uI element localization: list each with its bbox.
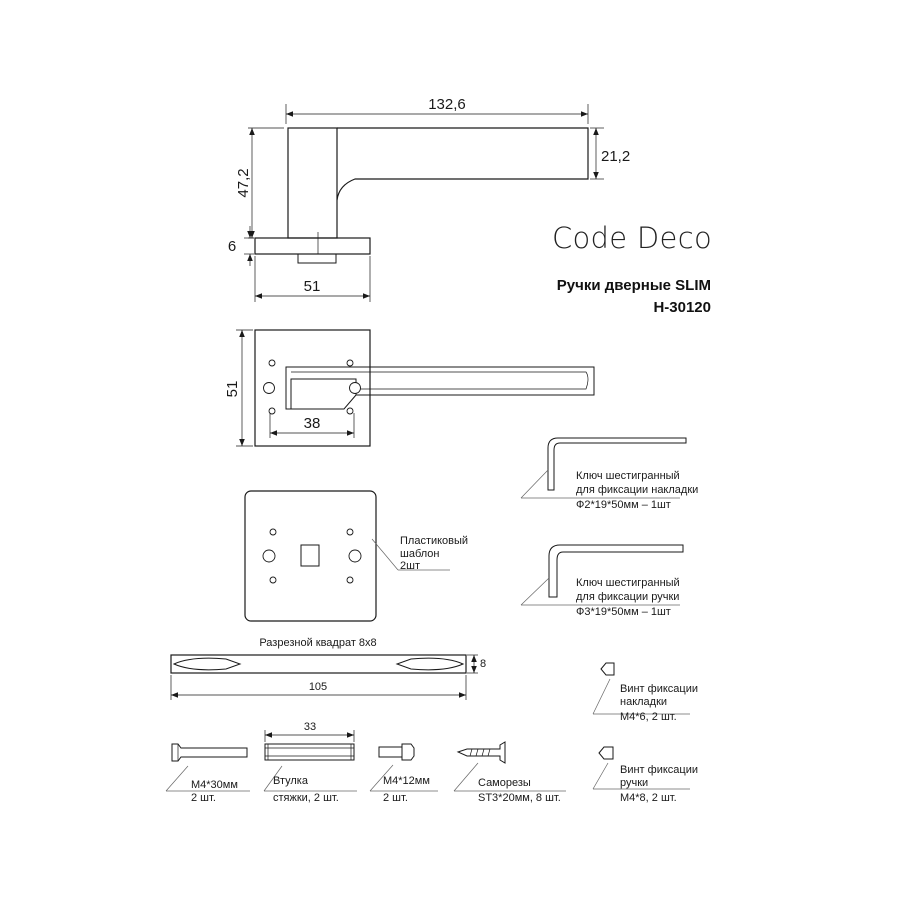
hex-key-plate-label-1: Ключ шестигранный <box>576 470 680 482</box>
handle-side-view <box>254 127 589 264</box>
leader-screw-plate <box>592 678 611 715</box>
dim-lever-offset: 38 <box>269 413 355 438</box>
leader-hex-key-handle <box>520 577 550 606</box>
leader-screw-handle <box>592 762 609 790</box>
screw-handle-spec: М4*8, 2 шт. <box>620 792 677 804</box>
leader-self-tapping <box>453 762 479 792</box>
bolt-m4x30-qty: 2 шт. <box>191 792 216 804</box>
bolt-hole <box>263 382 275 394</box>
dim-plate-height: 51 <box>224 329 253 447</box>
hex-key-handle <box>548 544 684 598</box>
split-spindle <box>170 654 467 674</box>
spindle-stub <box>297 253 337 264</box>
bolt-m4x12-qty: 2 шт. <box>383 792 408 804</box>
template-qty: 2шт <box>400 560 420 572</box>
sleeve <box>264 743 355 761</box>
bolt-hole <box>349 382 361 394</box>
template-hole <box>346 528 354 536</box>
dim-spindle-section: 8 <box>467 654 486 674</box>
screw-hole <box>268 359 276 367</box>
dim-lever-thickness-label: 21,2 <box>601 148 630 165</box>
hex-key-plate <box>547 437 687 491</box>
screw-plate-label-1: Винт фиксации <box>620 683 698 695</box>
dim-sleeve-length-label: 33 <box>304 721 316 733</box>
screw-handle-icon <box>598 746 614 760</box>
screw-hole <box>346 359 354 367</box>
template-hole <box>348 549 362 563</box>
spindle-slot-left <box>172 657 242 671</box>
screw-hole <box>346 407 354 415</box>
product-code: H-30120 <box>653 299 711 316</box>
dim-length-label: 132,6 <box>428 96 466 113</box>
lever-outline-inner <box>291 371 589 390</box>
dim-sleeve-length: 33 <box>264 721 355 742</box>
bolt-m4x30 <box>171 743 248 762</box>
product-title: Ручки дверные SLIM <box>557 277 711 294</box>
lever-neck-outline <box>291 394 357 410</box>
hex-key-handle-label-1: Ключ шестигранный <box>576 577 680 589</box>
dim-length: 132,6 <box>285 96 589 124</box>
handle-lever <box>336 127 589 201</box>
dim-plate-height-label: 51 <box>224 381 241 398</box>
leader-hex-key-plate <box>520 469 549 499</box>
leader-sleeve <box>263 765 283 792</box>
self-tapping-label: Саморезы <box>478 777 531 789</box>
leader-bolt-m4x12 <box>369 764 394 792</box>
brand-logo: Code Deco <box>552 221 712 255</box>
dim-rose-width-label: 51 <box>304 278 321 295</box>
bolt-m4x12-label: М4*12мм <box>383 775 430 787</box>
bolt-m4x30-label: М4*30мм <box>191 779 238 791</box>
leader-bolt-m4x30 <box>165 765 189 792</box>
dim-height-label: 47,2 <box>235 168 252 197</box>
screw-handle-label-2: ручки <box>620 777 648 789</box>
hex-key-handle-spec: Ф3*19*50мм – 1шт <box>576 606 671 618</box>
sleeve-label-1: Втулка <box>273 775 309 787</box>
self-tapping-screw <box>456 741 506 764</box>
dim-height: 47,2 <box>235 127 284 239</box>
self-tapping-spec: ST3*20мм, 8 шт. <box>478 792 561 804</box>
screw-hole <box>268 407 276 415</box>
handle-neck <box>287 127 338 239</box>
template-hole <box>269 528 277 536</box>
leader-template <box>371 538 399 571</box>
dim-lever-offset-label: 38 <box>304 415 321 432</box>
spindle-slot-right <box>395 657 465 671</box>
bolt-m4x12 <box>378 743 415 761</box>
screw-plate-icon <box>600 662 615 676</box>
spindle-label: Разрезной квадрат 8х8 <box>259 637 376 649</box>
template-hole <box>262 549 276 563</box>
sleeve-label-2: стяжки, 2 шт. <box>273 792 339 804</box>
screw-handle-label-1: Винт фиксации <box>620 764 698 776</box>
template-hole <box>346 576 354 584</box>
dim-spindle-length-label: 105 <box>309 681 327 693</box>
template-square-hole <box>300 544 320 567</box>
dim-lever-thickness: 21,2 <box>590 127 630 180</box>
template-hole <box>269 576 277 584</box>
hex-key-plate-label-2: для фиксации накладки <box>576 484 698 496</box>
screw-plate-label-2: накладки <box>620 696 667 708</box>
dim-rose-width: 51 <box>254 256 371 302</box>
handle-top-view <box>254 329 595 447</box>
screw-plate-spec: М4*6, 2 шт. <box>620 711 677 723</box>
lever-outline-outer <box>285 366 595 410</box>
dim-rose-thickness-label: 6 <box>228 238 236 255</box>
rose-plate <box>254 237 371 255</box>
template-outline <box>244 490 377 622</box>
hex-key-plate-spec: Ф2*19*50мм – 1шт <box>576 499 671 511</box>
hex-key-handle-label-2: для фиксации ручки <box>576 591 679 603</box>
dim-spindle-length: 105 <box>170 675 467 700</box>
dim-rose-thickness: 6 <box>228 226 254 266</box>
dim-spindle-section-label: 8 <box>480 658 486 670</box>
plastic-template <box>244 490 377 622</box>
square-rose <box>254 329 371 447</box>
